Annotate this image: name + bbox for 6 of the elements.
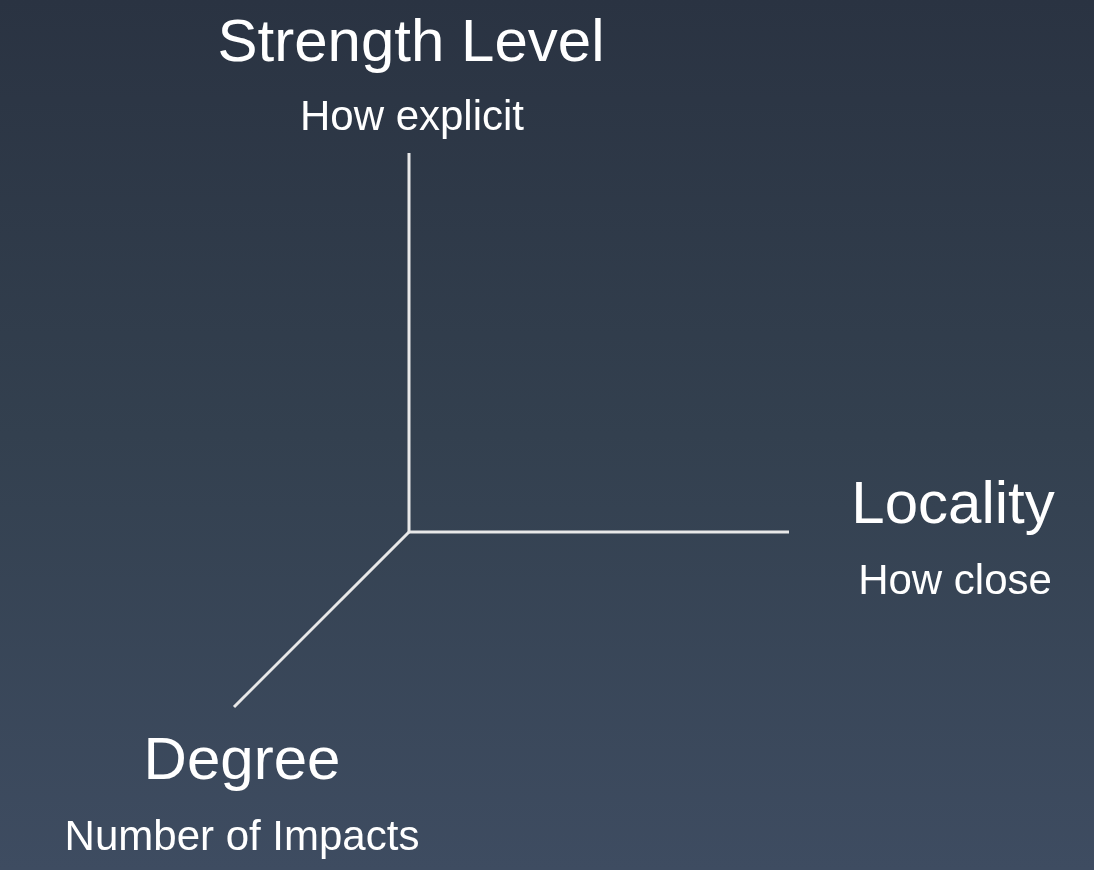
axis-subtitle: Number of Impacts — [64, 812, 420, 861]
axis-title: Degree — [143, 724, 341, 793]
axis-title: Strength Level — [217, 6, 605, 75]
axis-title: Locality — [851, 468, 1055, 537]
axis-subtitle: How close — [858, 556, 1052, 605]
axis-subtitle: How explicit — [299, 92, 525, 141]
